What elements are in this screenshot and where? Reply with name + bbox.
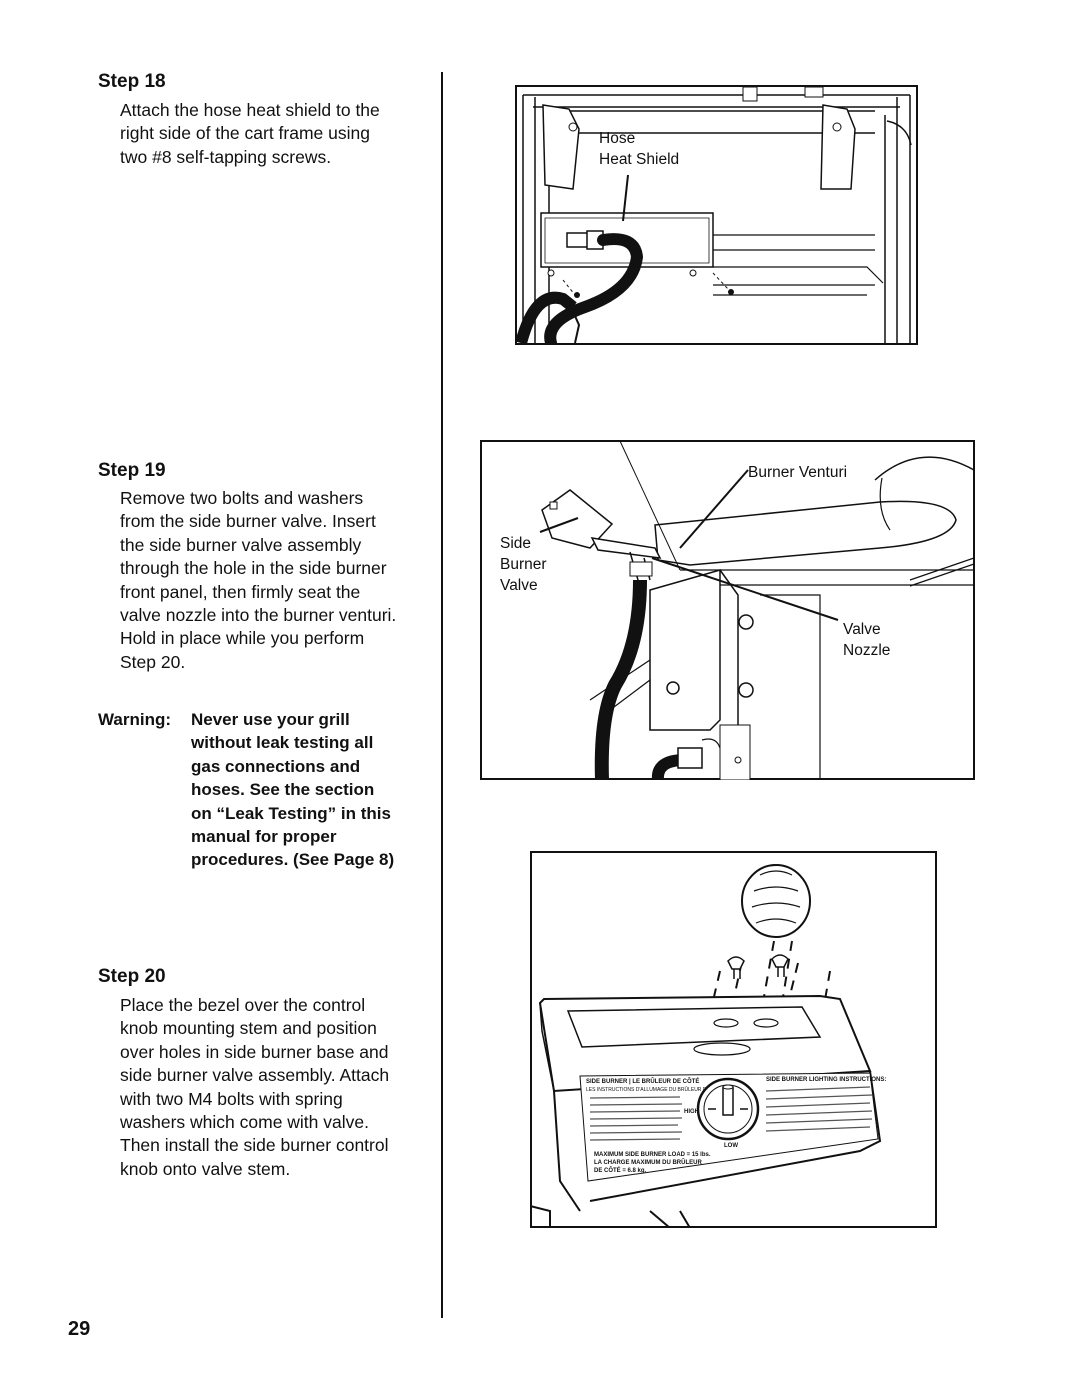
page-number: 29 xyxy=(68,1318,91,1340)
high-label: HIGH xyxy=(684,1109,699,1115)
step-18-title: Step 18 xyxy=(98,71,166,92)
side-burner-valve-illustration: Burner Venturi Side Burner Valve Valve N… xyxy=(480,440,975,780)
valve-stem-dial-icon xyxy=(696,1077,760,1141)
step-19-title: Step 19 xyxy=(98,460,166,481)
max-load-text-3: DE CÔTÉ = 6.8 kg. xyxy=(594,1166,647,1174)
step-19-body: Remove two bolts and washers from the si… xyxy=(120,488,397,672)
side-burner-valve-label-2: Burner xyxy=(500,556,547,573)
step-18-body: Attach the hose heat shield to the right… xyxy=(120,100,380,167)
side-burner-valve-label-3: Valve xyxy=(500,577,538,594)
heat-shield-label: Heat Shield xyxy=(599,151,679,168)
max-load-text-1: MAXIMUM SIDE BURNER LOAD = 15 lbs. xyxy=(594,1152,711,1158)
step-20-body: Place the bezel over the control knob mo… xyxy=(120,995,390,1179)
valve-nozzle-label-2: Nozzle xyxy=(843,642,890,659)
figure-step-20: SIDE BURNER | LE BRÛLEUR DE CÔTÉ LES INS… xyxy=(530,851,937,1228)
column-divider xyxy=(441,72,443,1318)
figure-step-19: Burner Venturi Side Burner Valve Valve N… xyxy=(480,440,975,780)
burner-venturi-label: Burner Venturi xyxy=(748,464,847,481)
max-load-text-2: LA CHARGE MAXIMUM DU BRÛLEUR xyxy=(594,1159,702,1166)
low-label: LOW xyxy=(724,1143,738,1149)
panel-right-title: SIDE BURNER LIGHTING INSTRUCTIONS: xyxy=(766,1077,886,1083)
warning-text: Never use your grill without leak testin… xyxy=(191,710,395,870)
warning-label: Warning: xyxy=(98,710,172,729)
hose-heat-shield-illustration: Hose Heat Shield xyxy=(515,85,918,345)
control-knob-bezel-illustration: SIDE BURNER | LE BRÛLEUR DE CÔTÉ LES INS… xyxy=(530,851,937,1228)
panel-left-subtitle: LES INSTRUCTIONS D'ALLUMAGE DU BRÛLEUR D… xyxy=(586,1086,726,1093)
step-20-title: Step 20 xyxy=(98,966,166,987)
hose-label: Hose xyxy=(599,130,635,147)
figure-step-18: Hose Heat Shield xyxy=(515,85,918,345)
side-burner-valve-label-1: Side xyxy=(500,535,531,552)
control-knob-icon xyxy=(741,864,811,938)
m4-bolt-icon xyxy=(727,956,745,979)
m4-bolt-icon xyxy=(771,954,789,977)
valve-nozzle-label-1: Valve xyxy=(843,621,881,638)
panel-left-title: SIDE BURNER | LE BRÛLEUR DE CÔTÉ xyxy=(586,1077,699,1085)
